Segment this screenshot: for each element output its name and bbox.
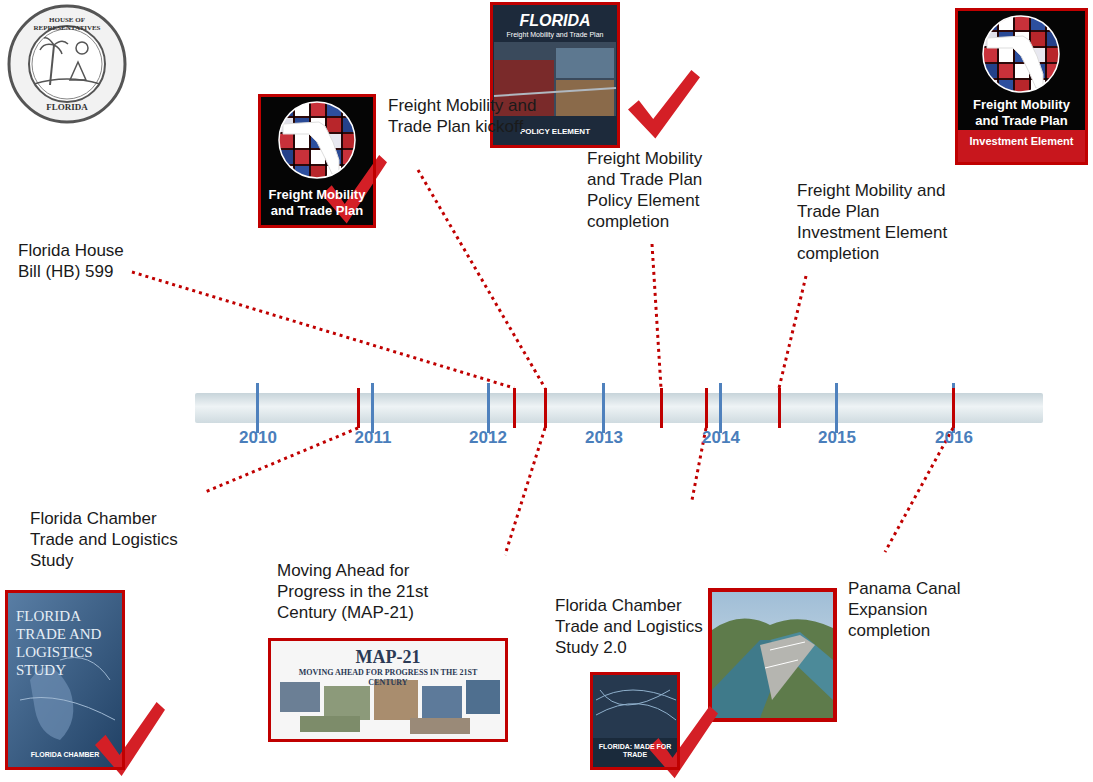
year-label: 2015 [807, 428, 867, 448]
cover-text: FLORIDA CHAMBER [8, 751, 122, 759]
event-caption: Florida House Bill (HB) 599 [18, 240, 143, 282]
year-ticks [256, 383, 955, 433]
panama-canal-photo [710, 590, 835, 720]
cover-text: FLORIDA [493, 11, 617, 30]
map21-cover: MAP-21MOVING AHEAD FOR PROGRESS IN THE 2… [268, 638, 508, 742]
chamber-study2-cover: FLORIDA: MADE FOR TRADE [590, 672, 680, 770]
cover-text: Investment Element [958, 135, 1085, 148]
map21-cover-art [268, 638, 508, 742]
event-caption: Florida Chamber Trade and Logistics Stud… [30, 508, 195, 571]
cover-text: MAP-21 [271, 646, 505, 668]
year-label: 2010 [228, 428, 288, 448]
year-label: 2016 [924, 428, 984, 448]
year-label: 2013 [574, 428, 634, 448]
cover-text: Freight Mobility and Trade Plan [493, 31, 617, 39]
cover-text: FLORIDA: MADE FOR TRADE [593, 743, 677, 759]
leader-lines [132, 170, 953, 555]
event-caption: Freight Mobility and Trade Plan Policy E… [587, 148, 732, 232]
kickoff-logo: Freight Mobility and Trade Plan [258, 94, 376, 228]
cover-text: Freight Mobility and Trade Plan [958, 97, 1085, 129]
year-label: 2011 [343, 428, 403, 448]
event-caption: Florida Chamber Trade and Logistics Stud… [555, 595, 720, 658]
event-ticks [357, 388, 955, 428]
house-seal: HOUSE OF REPRESENTATIVES FLORIDA [8, 6, 126, 124]
year-label: 2012 [458, 428, 518, 448]
cover-text: FLORIDA [8, 102, 126, 113]
investment-logo-art [955, 8, 1088, 165]
event-caption: Panama Canal Expansion completion [848, 578, 968, 641]
timeline-bar [195, 393, 1043, 423]
event-caption: Freight Mobility and Trade Plan kickoff [388, 95, 538, 137]
kickoff-logo-art [258, 94, 376, 228]
event-caption: Moving Ahead for Progress in the 21st Ce… [277, 560, 467, 623]
chamber-study-cover: FLORIDA TRADE AND LOGISTICS STUDY FLORIDA… [5, 590, 125, 770]
cover-text: Freight Mobility and Trade Plan [261, 187, 373, 219]
cover-text: FLORIDA TRADE AND LOGISTICS STUDY [8, 607, 122, 679]
event-caption: Freight Mobility and Trade Plan Investme… [797, 180, 952, 264]
house-seal-art [9, 6, 125, 122]
year-label: 2014 [691, 428, 751, 448]
cover-text: HOUSE OF REPRESENTATIVES [8, 16, 126, 32]
cover-text: MOVING AHEAD FOR PROGRESS IN THE 21ST CE… [271, 668, 505, 688]
investment-logo: Freight Mobility and Trade PlanInvestmen… [955, 8, 1088, 165]
